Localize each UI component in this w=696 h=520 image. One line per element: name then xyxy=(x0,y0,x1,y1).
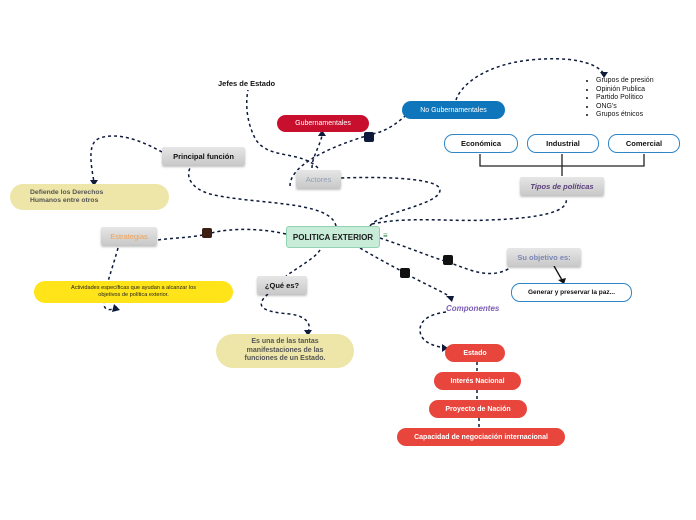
principal-funcion-text: Defiende los Derechos Humanos entre otro… xyxy=(30,189,104,204)
objetivo-label: Su objetivo es: xyxy=(517,252,571,262)
central-topic-label: POLITICA EXTERIOR xyxy=(292,232,374,242)
link-quees-definicion xyxy=(260,293,310,333)
gubernamentales-label: Gubernamentales xyxy=(295,120,351,127)
estrategias-text: Actividades específicas que ayudan a alc… xyxy=(70,285,196,298)
note-icon[interactable]: ≡ xyxy=(383,231,388,240)
componente-capacidad-label: Capacidad de negociación internacional xyxy=(414,433,548,441)
componente-proyecto-label: Proyecto de Nación xyxy=(445,405,511,413)
objetivo-text: Generar y preservar la paz... xyxy=(527,289,616,296)
estrategias-node[interactable]: Estrategias xyxy=(101,227,157,245)
ngo-item: Opinión Publica xyxy=(596,86,654,95)
tipo-comercial-label: Comercial xyxy=(625,139,663,148)
arrowhead-nogub-list xyxy=(600,72,608,78)
que-es-node[interactable]: ¿Qué es? xyxy=(257,276,307,294)
objetivo-node[interactable]: Su objetivo es: xyxy=(507,248,581,266)
link-objetivo-text xyxy=(553,265,563,281)
link-actores-jefes xyxy=(246,89,319,169)
ngo-item: Partido Político xyxy=(596,94,654,103)
link-central-tipos xyxy=(371,197,567,225)
componente-estado-label: Estado xyxy=(463,349,487,357)
link-central-principal xyxy=(187,167,337,227)
componentes-label[interactable]: Componentes xyxy=(446,304,500,313)
estrategias-label: Estrategias xyxy=(110,231,148,241)
componente-interes-label: Interés Nacional xyxy=(450,377,505,385)
principal-funcion-node[interactable]: Principal función xyxy=(162,147,245,165)
tipos-node[interactable]: Tipos de políticas xyxy=(520,177,604,195)
connector-square[interactable] xyxy=(443,255,453,265)
componente-estado[interactable]: Estado xyxy=(445,344,505,362)
componente-interes-nacional[interactable]: Interés Nacional xyxy=(434,372,521,390)
que-es-label: ¿Qué es? xyxy=(264,280,300,290)
ngo-item: ONG's xyxy=(596,103,654,112)
ngo-item: Grupos de presión xyxy=(596,77,654,86)
estrategias-text-node[interactable]: Actividades específicas que ayudan a alc… xyxy=(34,281,233,303)
connector-square[interactable] xyxy=(400,268,410,278)
link-central-estrategias xyxy=(157,228,287,241)
link-central-quees xyxy=(285,249,321,277)
tipos-bracket xyxy=(479,154,645,176)
ngo-item: Grupos étnicos xyxy=(596,111,654,120)
tipo-economica[interactable]: Económica xyxy=(444,134,518,153)
link-nogub-list xyxy=(455,58,605,101)
link-estrategias-actividades xyxy=(103,247,119,311)
central-topic[interactable]: POLITICA EXTERIOR xyxy=(286,226,380,248)
tipo-industrial-label: Industrial xyxy=(546,139,580,148)
link-componentes-estado xyxy=(419,311,447,349)
objetivo-text-node[interactable]: Generar y preservar la paz... xyxy=(511,283,632,302)
arrowhead-objetivo xyxy=(558,278,566,284)
link-actores-gubernamentales xyxy=(311,135,323,169)
componente-proyecto-nacion[interactable]: Proyecto de Nación xyxy=(429,400,527,418)
ngo-list: Grupos de presión Opinión Publica Partid… xyxy=(582,77,654,120)
link-actores-nogubernamentales xyxy=(289,111,411,187)
componente-capacidad[interactable]: Capacidad de negociación internacional xyxy=(397,428,565,446)
link-central-actores xyxy=(339,176,441,227)
arrowhead-componentes xyxy=(446,296,454,302)
actores-label: Actores xyxy=(305,174,332,184)
tipo-comercial[interactable]: Comercial xyxy=(608,134,680,153)
link-principal-defiende xyxy=(90,135,163,183)
que-es-definition[interactable]: Es una de las tantas manifestaciones de … xyxy=(216,334,354,368)
que-es-text: Es una de las tantas manifestaciones de … xyxy=(244,338,326,363)
connector-square[interactable] xyxy=(364,132,374,142)
no-gubernamentales-label: No Gubernamentales xyxy=(420,106,487,114)
arrowhead-defiende xyxy=(90,180,98,186)
principal-funcion-label: Principal función xyxy=(173,151,234,161)
connector-square[interactable] xyxy=(202,228,212,238)
actores-node[interactable]: Actores xyxy=(296,170,341,188)
tipos-label: Tipos de políticas xyxy=(530,181,594,191)
arrowhead-definicion xyxy=(304,330,312,336)
jefes-de-estado-label[interactable]: Jefes de Estado xyxy=(218,79,276,88)
arrowhead-actividades xyxy=(112,304,120,312)
gubernamentales-node[interactable]: Gubernamentales xyxy=(277,115,369,132)
link-central-componentes xyxy=(359,247,453,299)
tipo-economica-label: Económica xyxy=(460,139,501,148)
no-gubernamentales-node[interactable]: No Gubernamentales xyxy=(402,101,505,119)
arrowhead-gubernamentales xyxy=(318,130,326,136)
tipo-industrial[interactable]: Industrial xyxy=(527,134,599,153)
principal-funcion-text-node[interactable]: Defiende los Derechos Humanos entre otro… xyxy=(10,184,169,210)
